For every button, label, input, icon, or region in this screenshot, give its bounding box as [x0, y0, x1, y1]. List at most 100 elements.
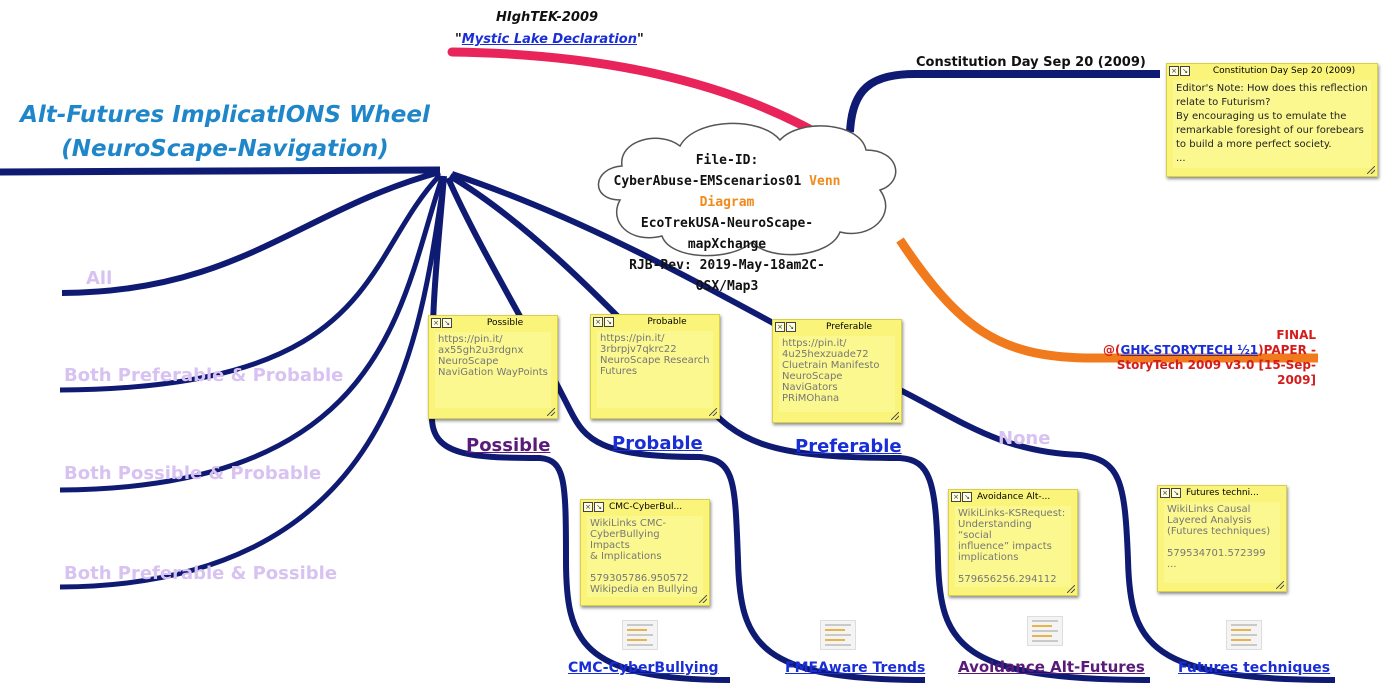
note-title: Probable [647, 317, 687, 327]
branch-all [61, 169, 441, 296]
note-titlebar[interactable]: ×↘ CMC-CyberBul... [581, 500, 709, 514]
final-paper-suffix: )PAPER - [1258, 343, 1316, 357]
note-titlebar[interactable]: ×↘ Probable [591, 315, 719, 329]
root-title-line2: (NeuroScape-Navigation) [61, 136, 389, 162]
root-title: Alt-Futures ImplicatIONS Wheel (NeuroSca… [10, 98, 440, 166]
thumbnail-image-icon[interactable] [622, 620, 658, 650]
close-icon[interactable]: × [583, 502, 593, 512]
file-id-line2: CyberAbuse-EMScenarios01 Venn Diagram [607, 171, 847, 213]
note-title: Preferable [826, 322, 872, 332]
collapse-icon[interactable]: ↘ [442, 318, 452, 328]
final-paper-label: FINAL @(GHK-STORYTECH ½1)PAPER - StoryTe… [1080, 328, 1316, 388]
mystic-lake-link[interactable]: Mystic Lake Declaration [461, 32, 637, 47]
branch-hightek [447, 47, 820, 137]
close-icon[interactable]: × [1160, 488, 1170, 498]
branch-final-paper [896, 237, 1318, 363]
note-preferable[interactable]: ×↘ Preferable https://pin.it/ 4u25hexzua… [772, 319, 902, 423]
constitution-day-label: Constitution Day Sep 20 (2009) [916, 55, 1146, 70]
branch-root [0, 166, 441, 176]
fmeaware-trends-link[interactable]: FMEAware Trends [785, 660, 926, 676]
ghk-storytech-link[interactable]: GHK-STORYTECH ½1 [1120, 343, 1259, 357]
venn-diagram-label: Venn Diagram [699, 174, 841, 210]
collapse-icon[interactable]: ↘ [604, 317, 614, 327]
avoidance-alt-futures-link[interactable]: Avoidance Alt-Futures [958, 658, 1145, 676]
possible-link[interactable]: Possible [466, 435, 551, 456]
cmc-cyberbullying-link[interactable]: CMC-CyberBullying [568, 660, 719, 676]
quote-open: " [455, 32, 462, 47]
note-body: WikiLinks CMC- CyberBullying Impacts & I… [587, 516, 703, 597]
note-possible[interactable]: ×↘ Possible https://pin.it/ ax55gh2u3rdg… [428, 315, 558, 419]
branch-label-none: None [998, 428, 1051, 449]
close-icon[interactable]: × [1169, 66, 1179, 76]
note-futures-techniques[interactable]: ×↘ Futures techni... WikiLinks Causal La… [1157, 485, 1287, 592]
note-body: https://pin.it/ 3rbrpjv7qkrc22 NeuroScap… [597, 331, 713, 408]
note-titlebar[interactable]: ×↘ Constitution Day Sep 20 (2009) [1167, 64, 1377, 78]
note-probable[interactable]: ×↘ Probable https://pin.it/ 3rbrpjv7qkrc… [590, 314, 720, 419]
collapse-icon[interactable]: ↘ [1180, 66, 1190, 76]
file-id-line4: RJB-Rev: 2019-May-18am2C-OSX/Map3 [629, 258, 825, 294]
file-id-cloud [597, 122, 897, 257]
branch-label-both-preferable-probable: Both Preferable & Probable [64, 365, 344, 386]
note-titlebar[interactable]: ×↘ Futures techni... [1158, 486, 1286, 500]
note-titlebar[interactable]: ×↘ Possible [429, 316, 557, 330]
note-body: WikiLinks Causal Layered Analysis (Futur… [1164, 502, 1280, 583]
branch-constitution [846, 70, 1160, 133]
close-icon[interactable]: × [593, 317, 603, 327]
collapse-icon[interactable]: ↘ [594, 502, 604, 512]
mystic-lake-line: "Mystic Lake Declaration" [455, 32, 644, 47]
note-title: Avoidance Alt-... [977, 492, 1051, 502]
resize-grip-icon[interactable] [547, 408, 555, 416]
close-icon[interactable]: × [431, 318, 441, 328]
resize-grip-icon[interactable] [1276, 581, 1284, 589]
branch-both-pref-prob [59, 173, 442, 393]
preferable-link[interactable]: Preferable [795, 436, 902, 457]
branch-label-both-possible-probable: Both Possible & Probable [64, 463, 322, 484]
note-title: Constitution Day Sep 20 (2009) [1212, 66, 1356, 76]
file-id-name: CyberAbuse-EMScenarios01 [613, 174, 802, 189]
file-id-line1: File-ID: [695, 153, 759, 168]
branch-possible [428, 175, 731, 683]
resize-grip-icon[interactable] [1367, 166, 1375, 174]
note-title: CMC-CyberBul... [609, 502, 683, 512]
constitution-note[interactable]: ×↘ Constitution Day Sep 20 (2009) Editor… [1166, 63, 1378, 177]
note-body: Editor's Note: How does this reflection … [1173, 80, 1371, 168]
close-icon[interactable]: × [951, 492, 961, 502]
file-id-line3: EcoTrekUSA-NeuroScape-mapXchange [640, 216, 814, 252]
final-paper-line1: FINAL @(GHK-STORYTECH ½1)PAPER - [1080, 328, 1316, 358]
collapse-icon[interactable]: ↘ [962, 492, 972, 502]
thumbnail-image-icon[interactable] [1226, 620, 1262, 650]
branch-preferable [448, 173, 1151, 683]
note-title: Possible [486, 318, 524, 328]
hightek-title: HIghTEK-2009 [496, 10, 599, 25]
collapse-icon[interactable]: ↘ [1171, 488, 1181, 498]
note-titlebar[interactable]: ×↘ Avoidance Alt-... [949, 490, 1077, 504]
note-body: WikiLinks-KSRequest: Understanding “soci… [955, 506, 1071, 587]
thumbnail-image-icon[interactable] [1027, 616, 1063, 646]
file-id-text: File-ID: CyberAbuse-EMScenarios01 Venn D… [607, 150, 847, 297]
resize-grip-icon[interactable] [699, 595, 707, 603]
branch-both-pref-poss [59, 179, 447, 590]
resize-grip-icon[interactable] [709, 408, 717, 416]
note-body: https://pin.it/ 4u25hexzuade72 Cluetrain… [779, 336, 895, 412]
note-avoidance[interactable]: ×↘ Avoidance Alt-... WikiLinks-KSRequest… [948, 489, 1078, 596]
branch-both-poss-prob [59, 177, 445, 493]
close-icon[interactable]: × [775, 322, 785, 332]
branch-none [451, 171, 1336, 683]
branch-label-all: All [86, 268, 113, 289]
resize-grip-icon[interactable] [1067, 585, 1075, 593]
final-paper-prefix: FINAL @( [1103, 328, 1316, 357]
quote-close: " [637, 32, 644, 47]
note-title: Futures techni... [1186, 488, 1259, 498]
note-titlebar[interactable]: ×↘ Preferable [773, 320, 901, 334]
note-cmc-cyberbullying[interactable]: ×↘ CMC-CyberBul... WikiLinks CMC- CyberB… [580, 499, 710, 606]
collapse-icon[interactable]: ↘ [786, 322, 796, 332]
branch-label-both-preferable-possible: Both Preferable & Possible [64, 563, 338, 584]
note-body: https://pin.it/ ax55gh2u3rdgnx NeuroScap… [435, 332, 551, 408]
resize-grip-icon[interactable] [891, 412, 899, 420]
futures-techniques-link[interactable]: Futures techniques [1178, 660, 1331, 676]
thumbnail-image-icon[interactable] [820, 620, 856, 650]
final-paper-line2: StoryTech 2009 v3.0 [15-Sep-2009] [1116, 358, 1316, 387]
root-title-line1: Alt-Futures ImplicatIONS Wheel [20, 102, 430, 128]
probable-link[interactable]: Probable [612, 433, 703, 454]
